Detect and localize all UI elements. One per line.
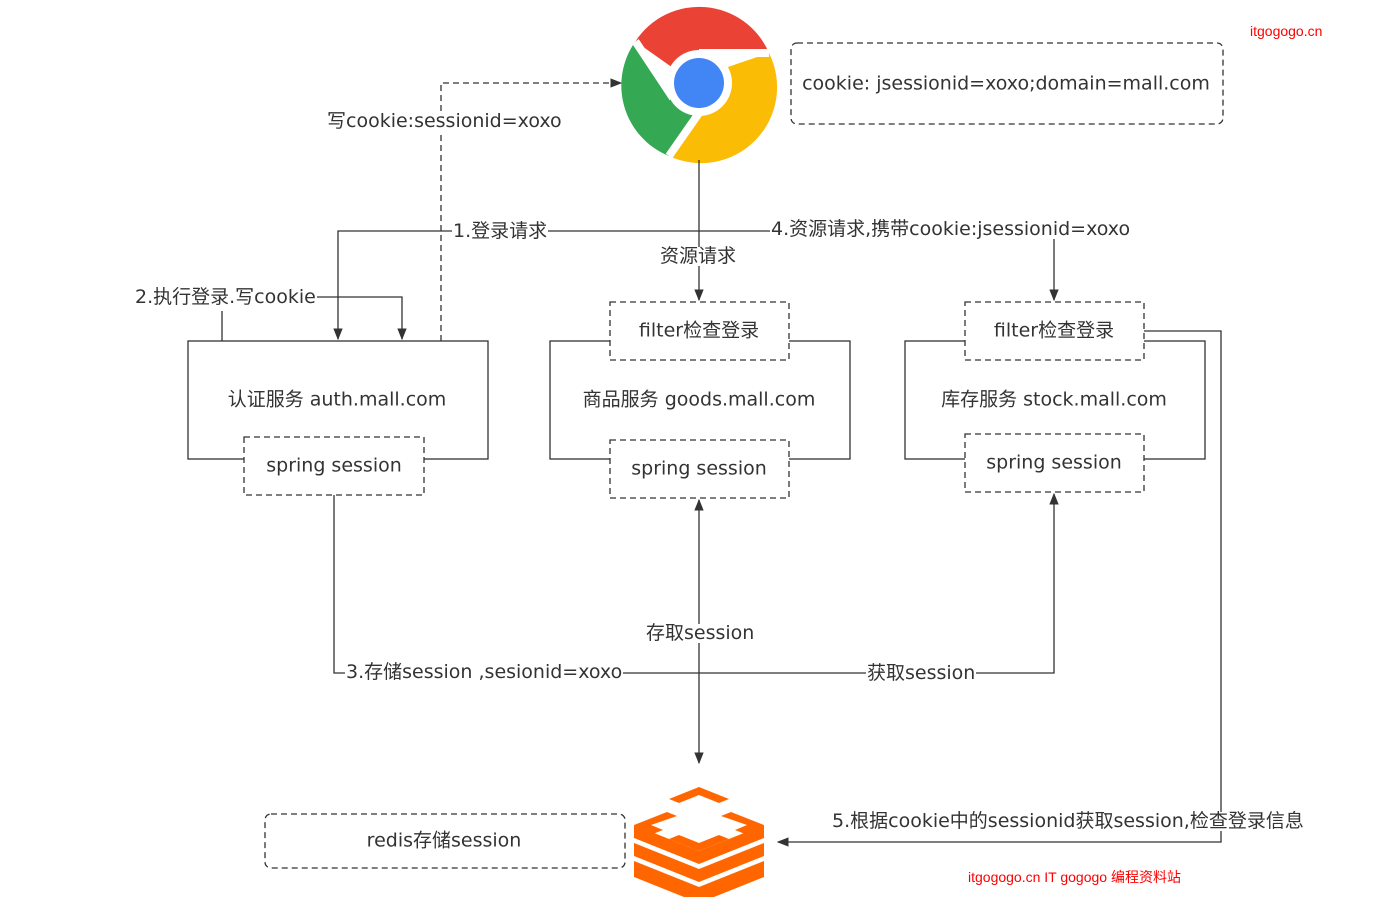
stock-service-label: 库存服务 stock.mall.com: [941, 388, 1167, 411]
edge-login-request: [333, 230, 699, 341]
auth-session-box: [243, 436, 425, 496]
watermark-bottom: itgogogo.cn IT gogogo 编程资料站: [968, 869, 1181, 885]
edge-label-login-request: 1.登录请求: [452, 220, 549, 242]
watermark-top: itgogogo.cn: [1250, 23, 1323, 39]
goods-filter-label: filter检查登录: [638, 319, 760, 342]
edge-write-cookie: [440, 78, 623, 341]
edge-label-access-session: 存取session: [645, 622, 756, 644]
stock-session-label: spring session: [986, 451, 1122, 474]
goods-filter-box: [609, 301, 790, 361]
edge-label-do-login: 2.执行登录.写cookie: [134, 286, 317, 308]
goods-session-box: [609, 439, 790, 499]
redis-label-box: [264, 813, 626, 869]
stock-session-box: [964, 433, 1145, 493]
cookie-note-box: [790, 42, 1224, 125]
edge-label-resource-request-cookie: 4.资源请求,携带cookie:jsessionid=xoxo: [770, 218, 1132, 240]
stock-filter-box: [964, 301, 1145, 361]
edge-label-check-login: 5.根据cookie中的sessionid获取session,检查登录信息: [831, 810, 1305, 832]
cookie-note-text: cookie: jsessionid=xoxo;domain=mall.com: [802, 72, 1210, 95]
edge-store-session: [333, 492, 1059, 674]
redis-label: redis存储session: [366, 829, 522, 852]
edge-label-write-cookie: 写cookie:sessionid=xoxo: [326, 110, 563, 132]
edge-resource-request-cookie: [699, 230, 1059, 302]
auth-service-label: 认证服务 auth.mall.com: [227, 388, 447, 411]
goods-session-label: spring session: [631, 457, 767, 480]
edge-label-store-session: 3.存储session ,sesionid=xoxo: [345, 661, 624, 683]
stock-filter-label: filter检查登录: [993, 319, 1115, 342]
edge-check-login: [776, 330, 1222, 847]
chrome-center: [674, 58, 724, 108]
edge-label-get-session: 获取session: [866, 662, 977, 684]
chrome-browser-icon: [621, 6, 778, 164]
auth-session-label: spring session: [266, 454, 402, 477]
goods-service-label: 商品服务 goods.mall.com: [582, 388, 816, 411]
edge-label-resource-request: 资源请求: [659, 245, 738, 267]
redis-icon: [634, 787, 764, 897]
